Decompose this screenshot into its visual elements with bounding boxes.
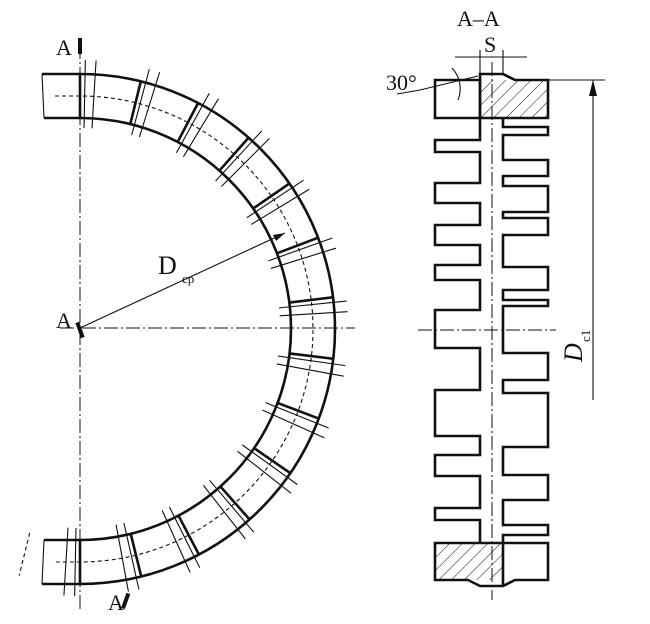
tick-mark bbox=[265, 402, 329, 429]
hatched-section-top bbox=[480, 80, 548, 118]
tick-mark bbox=[74, 527, 77, 596]
segment-dash bbox=[289, 353, 334, 360]
bottom-block-right bbox=[502, 541, 550, 588]
tick-mark bbox=[220, 138, 270, 187]
tick-mark bbox=[63, 527, 69, 596]
tick-mark bbox=[270, 247, 336, 269]
segment-dash bbox=[18, 532, 31, 576]
ring-inner-edge bbox=[44, 116, 293, 542]
tick-mark bbox=[250, 188, 310, 225]
ring-mid-dashed bbox=[55, 95, 314, 563]
tick-mark bbox=[202, 485, 246, 540]
section-title: A–A bbox=[457, 6, 500, 31]
segment-dash bbox=[177, 514, 199, 555]
left-profile bbox=[433, 118, 482, 543]
segment-dash bbox=[130, 80, 142, 124]
section-view: A–A S 30° D c1 bbox=[386, 6, 605, 600]
tick-mark bbox=[279, 311, 348, 317]
top-block-left bbox=[433, 78, 482, 120]
tick-mark bbox=[277, 355, 346, 367]
segment-dash bbox=[277, 402, 319, 420]
segment-dash bbox=[219, 485, 250, 520]
hatched-section-bottom bbox=[435, 543, 503, 580]
tick-mark bbox=[182, 98, 220, 158]
arrowhead bbox=[273, 233, 285, 241]
gap-label: S bbox=[484, 32, 496, 57]
ring-outer-edge bbox=[42, 72, 337, 586]
tick-mark bbox=[83, 60, 86, 129]
tick-mark bbox=[262, 409, 325, 439]
segment-dash bbox=[289, 296, 334, 304]
tick-mark bbox=[209, 479, 255, 533]
tick-mark bbox=[115, 524, 129, 592]
top-block-right bbox=[478, 72, 550, 120]
tick-mark bbox=[237, 450, 292, 494]
ring-ends bbox=[41, 73, 45, 585]
tick-mark bbox=[276, 363, 344, 377]
tick-mark bbox=[268, 237, 333, 262]
angle-arc bbox=[451, 67, 461, 101]
tick-mark bbox=[138, 71, 161, 138]
section-mark-bottom: A bbox=[108, 590, 124, 615]
tick-mark bbox=[161, 510, 191, 573]
dcp-subscript: cp bbox=[182, 271, 194, 286]
right-profile bbox=[501, 118, 550, 543]
segment-dash bbox=[129, 532, 142, 576]
ring-segments bbox=[18, 60, 348, 596]
section-arrow-top bbox=[78, 38, 82, 54]
dimension-arrowhead bbox=[589, 80, 597, 96]
tick-mark bbox=[241, 444, 298, 486]
half-ring-view: D cp A A A bbox=[18, 35, 355, 615]
tick-mark bbox=[131, 68, 150, 135]
segment-dash bbox=[277, 237, 319, 254]
segment-dash bbox=[253, 182, 291, 209]
segment-dash bbox=[253, 447, 291, 474]
angle-label: 30° bbox=[386, 70, 417, 95]
section-arrow-bottom bbox=[121, 592, 131, 610]
tick-mark bbox=[175, 92, 210, 154]
section-mark-center: A bbox=[56, 308, 72, 333]
dcp-symbol: D bbox=[158, 251, 177, 280]
segment-dash bbox=[219, 136, 250, 171]
tick-mark bbox=[215, 130, 263, 182]
dc1-symbol: D bbox=[559, 343, 588, 363]
tick-mark bbox=[123, 522, 140, 590]
section-mark-top: A bbox=[56, 35, 72, 60]
tick-mark bbox=[246, 179, 304, 219]
tick-mark bbox=[168, 506, 201, 568]
dc1-subscript: c1 bbox=[578, 330, 593, 342]
segment-dash bbox=[177, 102, 200, 142]
diameter-leader-line bbox=[79, 232, 286, 329]
section-arrow-center bbox=[75, 321, 85, 339]
tick-mark bbox=[278, 300, 347, 309]
tick-mark bbox=[91, 60, 97, 129]
labyrinth-teeth bbox=[433, 118, 550, 543]
